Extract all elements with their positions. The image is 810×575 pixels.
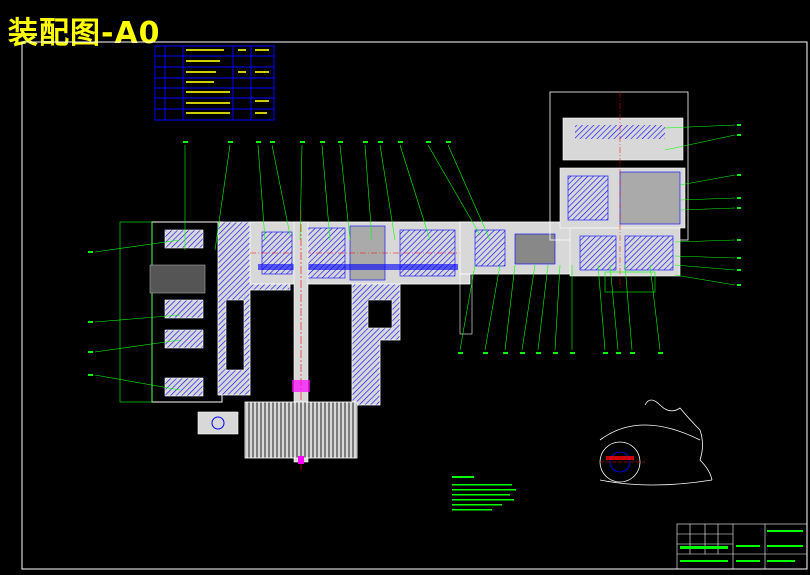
part-number-marks [88, 124, 741, 376]
drawing-frame [21, 41, 808, 570]
gearbox-right-section [549, 91, 689, 293]
parameter-table [154, 45, 275, 121]
technical-notes [452, 476, 516, 511]
gearbox-main-section [119, 210, 581, 470]
title-block-entries [680, 530, 803, 562]
drawing-title: 装配图-A0 [8, 16, 161, 51]
leader-lines [94, 124, 736, 391]
detail-view [599, 399, 713, 486]
